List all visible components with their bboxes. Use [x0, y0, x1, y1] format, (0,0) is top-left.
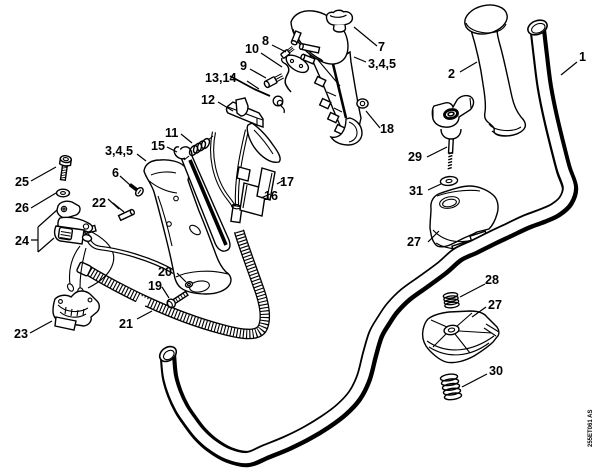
svg-text:27: 27	[488, 298, 502, 312]
svg-text:6: 6	[112, 166, 119, 180]
svg-text:2: 2	[448, 67, 455, 81]
svg-text:24: 24	[15, 234, 29, 248]
svg-text:20: 20	[158, 265, 172, 279]
svg-text:28: 28	[485, 273, 499, 287]
svg-text:12: 12	[201, 93, 215, 107]
svg-text:23: 23	[14, 327, 28, 341]
svg-text:22: 22	[92, 196, 106, 210]
svg-text:29: 29	[408, 150, 422, 164]
svg-text:18: 18	[380, 122, 394, 136]
svg-text:13,14: 13,14	[205, 71, 237, 85]
svg-text:21: 21	[119, 317, 133, 331]
svg-text:26: 26	[15, 201, 29, 215]
svg-text:10: 10	[245, 42, 259, 56]
svg-text:1: 1	[579, 50, 586, 64]
svg-text:7: 7	[378, 40, 385, 54]
svg-text:9: 9	[240, 59, 247, 73]
svg-text:19: 19	[148, 279, 162, 293]
svg-text:16: 16	[264, 189, 278, 203]
svg-text:30: 30	[489, 364, 503, 378]
svg-text:255ET061 AS: 255ET061 AS	[588, 410, 594, 447]
svg-text:17: 17	[280, 175, 294, 189]
svg-text:25: 25	[15, 175, 29, 189]
svg-text:3,4,5: 3,4,5	[368, 57, 396, 71]
svg-text:27: 27	[407, 235, 421, 249]
svg-text:11: 11	[165, 126, 178, 140]
svg-text:8: 8	[262, 34, 269, 48]
svg-text:31: 31	[409, 184, 423, 198]
svg-text:15: 15	[151, 139, 165, 153]
svg-text:3,4,5: 3,4,5	[105, 144, 133, 158]
